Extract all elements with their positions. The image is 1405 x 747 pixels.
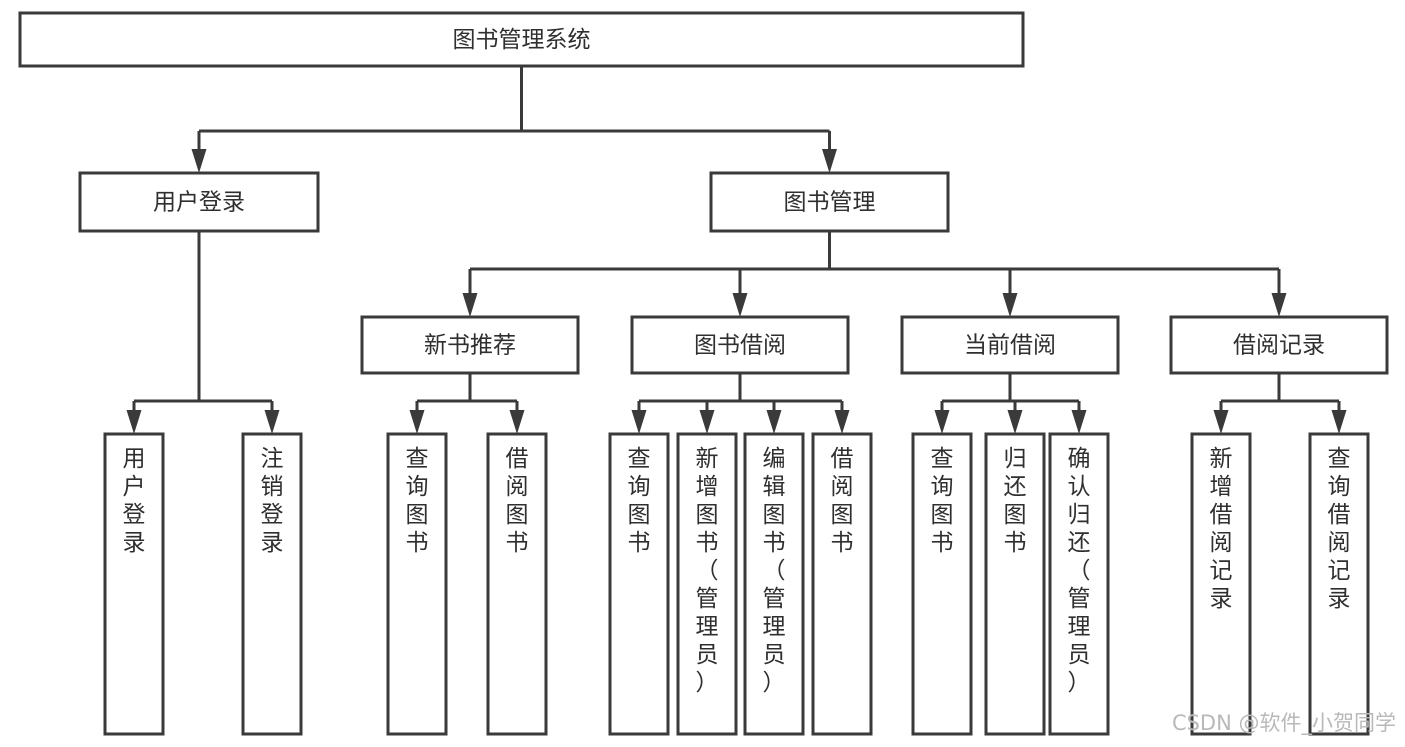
arrow-to-leaf-query-borrow-record-head	[1331, 410, 1347, 434]
node-leaf-query-book-current[interactable]: 查询图书	[911, 432, 973, 736]
connector-layer	[126, 66, 1347, 434]
arrow-to-new-book-recommend-head	[462, 293, 478, 317]
arrow-to-borrow-record-head	[1271, 293, 1287, 317]
node-box-leaf-add-borrow-record	[1190, 432, 1252, 736]
node-box-borrow-record	[1169, 315, 1389, 375]
node-box-leaf-add-book-admin	[676, 432, 738, 736]
arrow-to-leaf-borrow-book-rec-head	[509, 410, 525, 434]
node-leaf-return-book[interactable]: 归还图书	[984, 432, 1046, 736]
node-leaf-edit-book-admin[interactable]: 编辑图书（管理员）	[743, 432, 805, 736]
node-book-borrow[interactable]: 图书借阅	[630, 315, 850, 375]
node-box-leaf-return-book	[984, 432, 1046, 736]
node-box-leaf-borrow-book	[811, 432, 873, 736]
node-box-book-management	[709, 171, 950, 233]
node-box-leaf-query-borrow-record	[1308, 432, 1370, 736]
node-box-leaf-query-book-current	[911, 432, 973, 736]
node-box-book-borrow	[630, 315, 850, 375]
node-label-leaf-add-borrow-record: 新增借阅记录	[1210, 446, 1233, 612]
arrow-to-leaf-edit-book-admin-head	[766, 410, 782, 434]
arrow-to-leaf-confirm-return-admin-head	[1071, 410, 1087, 434]
node-user-login[interactable]: 用户登录	[78, 171, 320, 233]
arrow-to-leaf-query-book-borrow-head	[631, 410, 647, 434]
node-label-book-borrow: 图书借阅	[694, 333, 786, 359]
node-leaf-user-login[interactable]: 用户登录	[103, 432, 165, 736]
node-box-leaf-logout	[241, 432, 303, 736]
node-leaf-query-borrow-record[interactable]: 查询借阅记录	[1308, 432, 1370, 736]
arrow-to-leaf-add-borrow-record-head	[1213, 410, 1229, 434]
node-leaf-logout[interactable]: 注销登录	[241, 432, 303, 736]
node-new-book-recommend[interactable]: 新书推荐	[360, 315, 580, 375]
arrow-to-leaf-query-book-rec-head	[409, 410, 425, 434]
node-leaf-query-book-borrow[interactable]: 查询图书	[608, 432, 670, 736]
node-label-root: 图书管理系统	[453, 27, 591, 53]
node-root[interactable]: 图书管理系统	[18, 11, 1025, 68]
arrow-to-user-login-head	[191, 149, 207, 173]
arrow-to-book-borrow-head	[732, 293, 748, 317]
node-label-user-login: 用户登录	[153, 190, 245, 216]
node-label-new-book-recommend: 新书推荐	[424, 333, 516, 359]
arrow-to-leaf-user-login-head	[126, 410, 142, 434]
arrow-to-book-management-head	[822, 149, 837, 173]
node-box-user-login	[78, 171, 320, 233]
node-label-leaf-logout: 注销登录	[261, 446, 284, 556]
node-label-leaf-user-login: 用户登录	[123, 446, 146, 556]
node-layer: 图书管理系统用户登录图书管理新书推荐图书借阅当前借阅借阅记录用户登录注销登录查询…	[18, 11, 1389, 736]
node-box-root	[18, 11, 1025, 68]
node-label-leaf-return-book: 归还图书	[1004, 446, 1027, 556]
node-label-leaf-confirm-return-admin: 确认归还（管理员）	[1068, 446, 1091, 696]
node-book-management[interactable]: 图书管理	[709, 171, 950, 233]
node-box-leaf-confirm-return-admin	[1048, 432, 1110, 736]
node-label-current-borrow: 当前借阅	[964, 333, 1056, 359]
node-label-leaf-query-book-rec: 查询图书	[406, 446, 429, 556]
node-label-book-management: 图书管理	[784, 190, 876, 216]
node-box-current-borrow	[900, 315, 1120, 375]
node-leaf-borrow-book[interactable]: 借阅图书	[811, 432, 873, 736]
node-leaf-query-book-rec[interactable]: 查询图书	[386, 432, 448, 736]
node-leaf-add-borrow-record[interactable]: 新增借阅记录	[1190, 432, 1252, 736]
node-label-borrow-record: 借阅记录	[1233, 333, 1325, 359]
node-label-leaf-query-borrow-record: 查询借阅记录	[1328, 446, 1351, 612]
csdn-watermark: CSDN @软件_小贺同学	[1172, 711, 1396, 736]
node-label-leaf-edit-book-admin: 编辑图书（管理员）	[763, 446, 786, 696]
node-leaf-add-book-admin[interactable]: 新增图书（管理员）	[676, 432, 738, 736]
node-box-leaf-edit-book-admin	[743, 432, 805, 736]
node-box-leaf-query-book-rec	[386, 432, 448, 736]
node-leaf-confirm-return-admin[interactable]: 确认归还（管理员）	[1048, 432, 1110, 736]
node-box-leaf-borrow-book-rec	[486, 432, 548, 736]
node-label-leaf-query-book-current: 查询图书	[931, 446, 954, 556]
node-leaf-borrow-book-rec[interactable]: 借阅图书	[486, 432, 548, 736]
node-label-leaf-add-book-admin: 新增图书（管理员）	[696, 446, 719, 696]
arrow-to-leaf-query-book-current-head	[934, 410, 950, 434]
arrow-to-current-borrow-head	[1002, 293, 1018, 317]
node-label-leaf-query-book-borrow: 查询图书	[628, 446, 651, 556]
node-borrow-record[interactable]: 借阅记录	[1169, 315, 1389, 375]
arrow-to-leaf-return-book-head	[1007, 410, 1023, 434]
node-box-leaf-query-book-borrow	[608, 432, 670, 736]
arrow-to-leaf-add-book-admin-head	[699, 410, 715, 434]
node-current-borrow[interactable]: 当前借阅	[900, 315, 1120, 375]
arrow-to-leaf-borrow-book-head	[834, 410, 850, 434]
node-label-leaf-borrow-book-rec: 借阅图书	[506, 446, 529, 556]
node-label-leaf-borrow-book: 借阅图书	[831, 446, 854, 556]
arrow-to-leaf-logout-head	[264, 410, 280, 434]
node-box-leaf-user-login	[103, 432, 165, 736]
node-box-new-book-recommend	[360, 315, 580, 375]
